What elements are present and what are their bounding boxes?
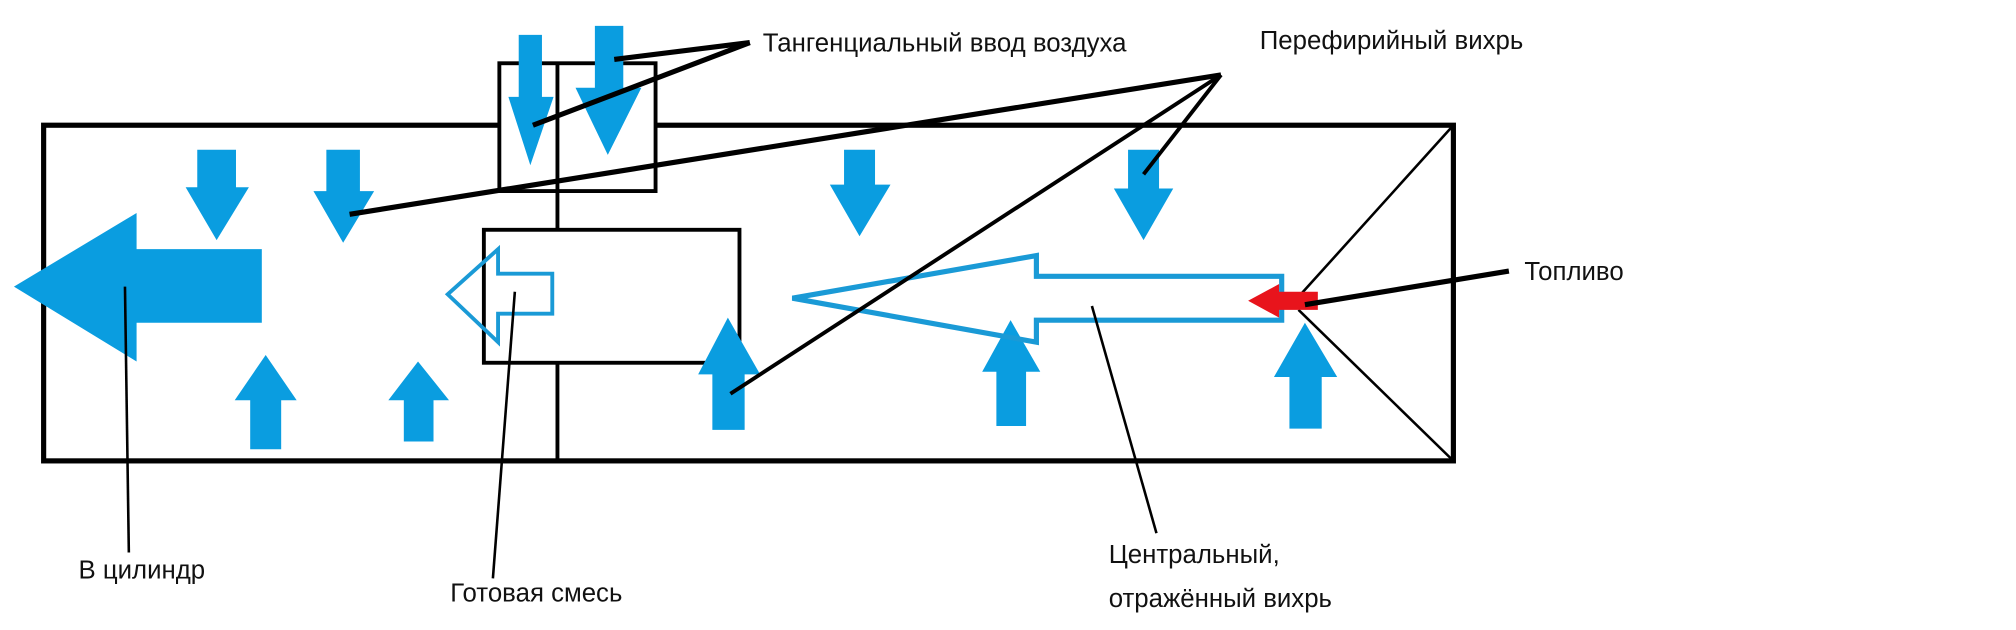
outline-arrows — [444, 244, 1285, 347]
arrow-down-icon — [829, 149, 891, 237]
arrow-down-icon — [313, 149, 375, 243]
arrow-up-icon — [234, 355, 297, 450]
inlet-arrow-down-icon — [508, 34, 554, 166]
arrow-up-icon — [388, 361, 450, 442]
cylinder-outlet-arrow-icon — [13, 213, 262, 362]
central-vortex-arrow-icon — [791, 252, 1285, 346]
inlet-arrow-down-icon — [575, 25, 642, 155]
arrow-up-icon — [982, 320, 1041, 427]
air-arrows — [13, 25, 1338, 450]
arrow-down-icon — [1113, 149, 1174, 241]
label-tangential-air-inlet: Тангенциальный ввод воздуха — [763, 30, 1127, 58]
arrow-down-icon — [185, 149, 249, 241]
mixture-chamber — [481, 227, 742, 365]
label-central-vortex-line1: Центральный, — [1109, 541, 1280, 569]
label-peripheral-vortex: Перефирийный вихрь — [1260, 27, 1524, 55]
mixture-arrow-icon — [444, 244, 555, 347]
label-central-vortex-line2: отражённый вихрь — [1109, 585, 1332, 613]
arrow-up-icon — [1273, 322, 1338, 429]
label-to-cylinder: В цилиндр — [78, 556, 205, 584]
cone-upper — [1297, 124, 1455, 298]
label-fuel: Топливо — [1524, 258, 1623, 286]
cone-lower — [1297, 308, 1455, 462]
arrow-up-icon — [698, 317, 761, 430]
fuel-arrow-icon — [1248, 284, 1318, 318]
label-ready-mixture: Готовая смесь — [450, 580, 622, 608]
leader-lines — [123, 40, 1510, 579]
